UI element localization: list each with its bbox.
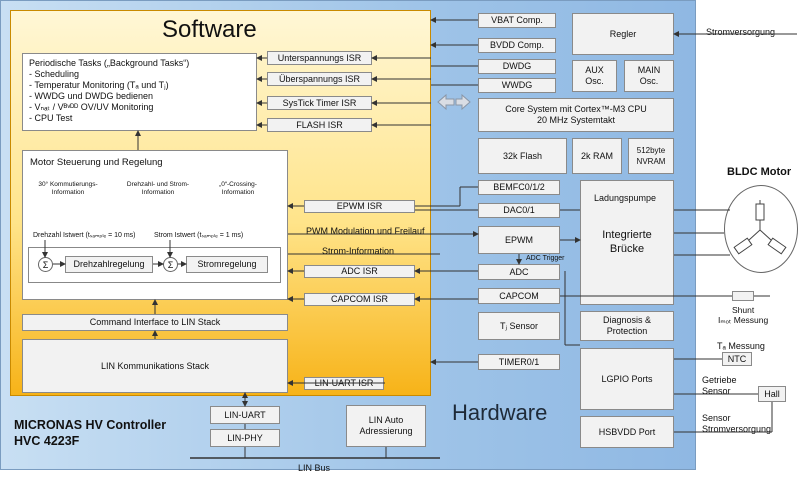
integrierte-bruecke: Integrierte Brücke	[602, 229, 652, 255]
capcom-isr: CAPCOM ISR	[304, 293, 415, 306]
ta-messung-label: Tₐ Messung	[717, 341, 765, 351]
chip-name: MICRONAS HV Controller HVC 4223F	[14, 418, 167, 448]
sum-node-2: Σ	[163, 257, 178, 272]
motor-control-title: Motor Steuerung und Regelung	[30, 157, 163, 168]
wwdg: WWDG	[478, 78, 556, 93]
getriebe-sensor-label: Getriebe Sensor	[702, 375, 737, 396]
adc-isr: ADC ISR	[304, 265, 415, 278]
tj-sensor: Tⱼ Sensor	[478, 312, 560, 340]
sensor-stromversorgung-label: Sensor Stromversorgung	[702, 413, 772, 434]
periodic-tasks-box: Periodische Tasks („Background Tasks“) -…	[22, 53, 257, 131]
periodic-tasks-title: Periodische Tasks („Background Tasks“)	[29, 58, 190, 68]
shunt-label: Shunt Iₘₒₜ Messung	[718, 305, 769, 325]
core-system: Core System mit Cortex™-M3 CPU 20 MHz Sy…	[478, 98, 674, 132]
lin-uart-isr: LIN-UART ISR	[304, 377, 384, 390]
hall-sensor: Hall	[758, 386, 786, 402]
periodic-task-item: - CPU Test	[29, 113, 73, 123]
lin-phy: LIN-PHY	[210, 429, 280, 447]
epwm: EPWM	[478, 226, 560, 254]
unterspannungs-isr: Unterspannungs ISR	[267, 51, 372, 65]
drehzahlregelung: Drehzahlregelung	[65, 256, 153, 273]
lin-auto-adressierung: LIN Auto Adressierung	[346, 405, 426, 447]
periodic-task-item: - Scheduling	[29, 69, 80, 79]
zero-crossing-info: „0“-Crossing- Information	[219, 181, 257, 196]
lin-uart: LIN-UART	[210, 406, 280, 424]
drehzahl-strom-info: Drehzahl- und Strom- Information	[126, 181, 190, 196]
stromversorgung-label: Stromversorgung	[706, 27, 776, 37]
periodic-task-item: - Temperatur Monitoring (Tₐ und Tⱼ)	[29, 80, 169, 90]
lgpio-ports: LGPIO Ports	[580, 348, 674, 410]
flash: 32k Flash	[478, 138, 567, 174]
bldc-motor	[724, 185, 798, 273]
shunt-resistor	[732, 291, 754, 301]
vbat-comp: VBAT Comp.	[478, 13, 556, 28]
lin-bus-label: LIN Bus	[298, 463, 331, 473]
lin-stack: LIN Kommunikations Stack	[22, 339, 288, 393]
flash-isr: FLASH ISR	[267, 118, 372, 132]
timer: TIMER0/1	[478, 354, 560, 370]
dac: DAC0/1	[478, 203, 560, 218]
kommutierung-info: 30° Kommutierungs- Information	[38, 181, 98, 196]
ram: 2k RAM	[572, 138, 622, 174]
drehzahl-istwert: Drehzahl Istwert (tₛₐₘₚₗₑ = 10 ms)	[33, 232, 136, 239]
adc-trigger-label: ADC Trigger	[526, 255, 565, 262]
pwm-annotation: PWM Modulation und Freilauf	[306, 226, 425, 236]
sum-node-1: Σ	[38, 257, 53, 272]
capcom: CAPCOM	[478, 288, 560, 304]
aux-osc: AUX Osc.	[572, 60, 617, 92]
ueberspannungs-isr: Überspannungs ISR	[267, 72, 372, 86]
bvdd-comp: BVDD Comp.	[478, 38, 556, 53]
diagnosis-protection: Diagnosis & Protection	[580, 311, 674, 341]
software-title: Software	[162, 16, 257, 43]
hsbvdd-port: HSBVDD Port	[580, 416, 674, 448]
main-osc: MAIN Osc.	[624, 60, 674, 92]
systick-timer-isr: SysTick Timer ISR	[267, 96, 372, 110]
nvram: 512byte NVRAM	[628, 138, 674, 174]
strom-istwert: Strom Istwert (tₛₐₘₚₗₑ = 1 ms)	[154, 232, 244, 239]
ntc: NTC	[722, 352, 752, 366]
bemfc: BEMFC0/1/2	[478, 180, 560, 195]
bldc-motor-label: BLDC Motor	[727, 166, 792, 178]
dwdg: DWDG	[478, 59, 556, 74]
hardware-title: Hardware	[452, 400, 548, 425]
adc: ADC	[478, 264, 560, 280]
command-interface: Command Interface to LIN Stack	[22, 314, 288, 331]
epwm-isr: EPWM ISR	[304, 200, 415, 213]
stromregelung: Stromregelung	[186, 256, 268, 273]
ladungspumpe: Ladungspumpe	[594, 193, 657, 203]
periodic-task-item: - Vₙₐₜ / Vᴮᵛᴰᴰ OV/UV Monitoring	[29, 102, 154, 112]
strom-annotation: Strom-Information	[322, 246, 395, 256]
regler: Regler	[572, 13, 674, 55]
periodic-task-item: - WWDG und DWDG bedienen	[29, 91, 154, 101]
